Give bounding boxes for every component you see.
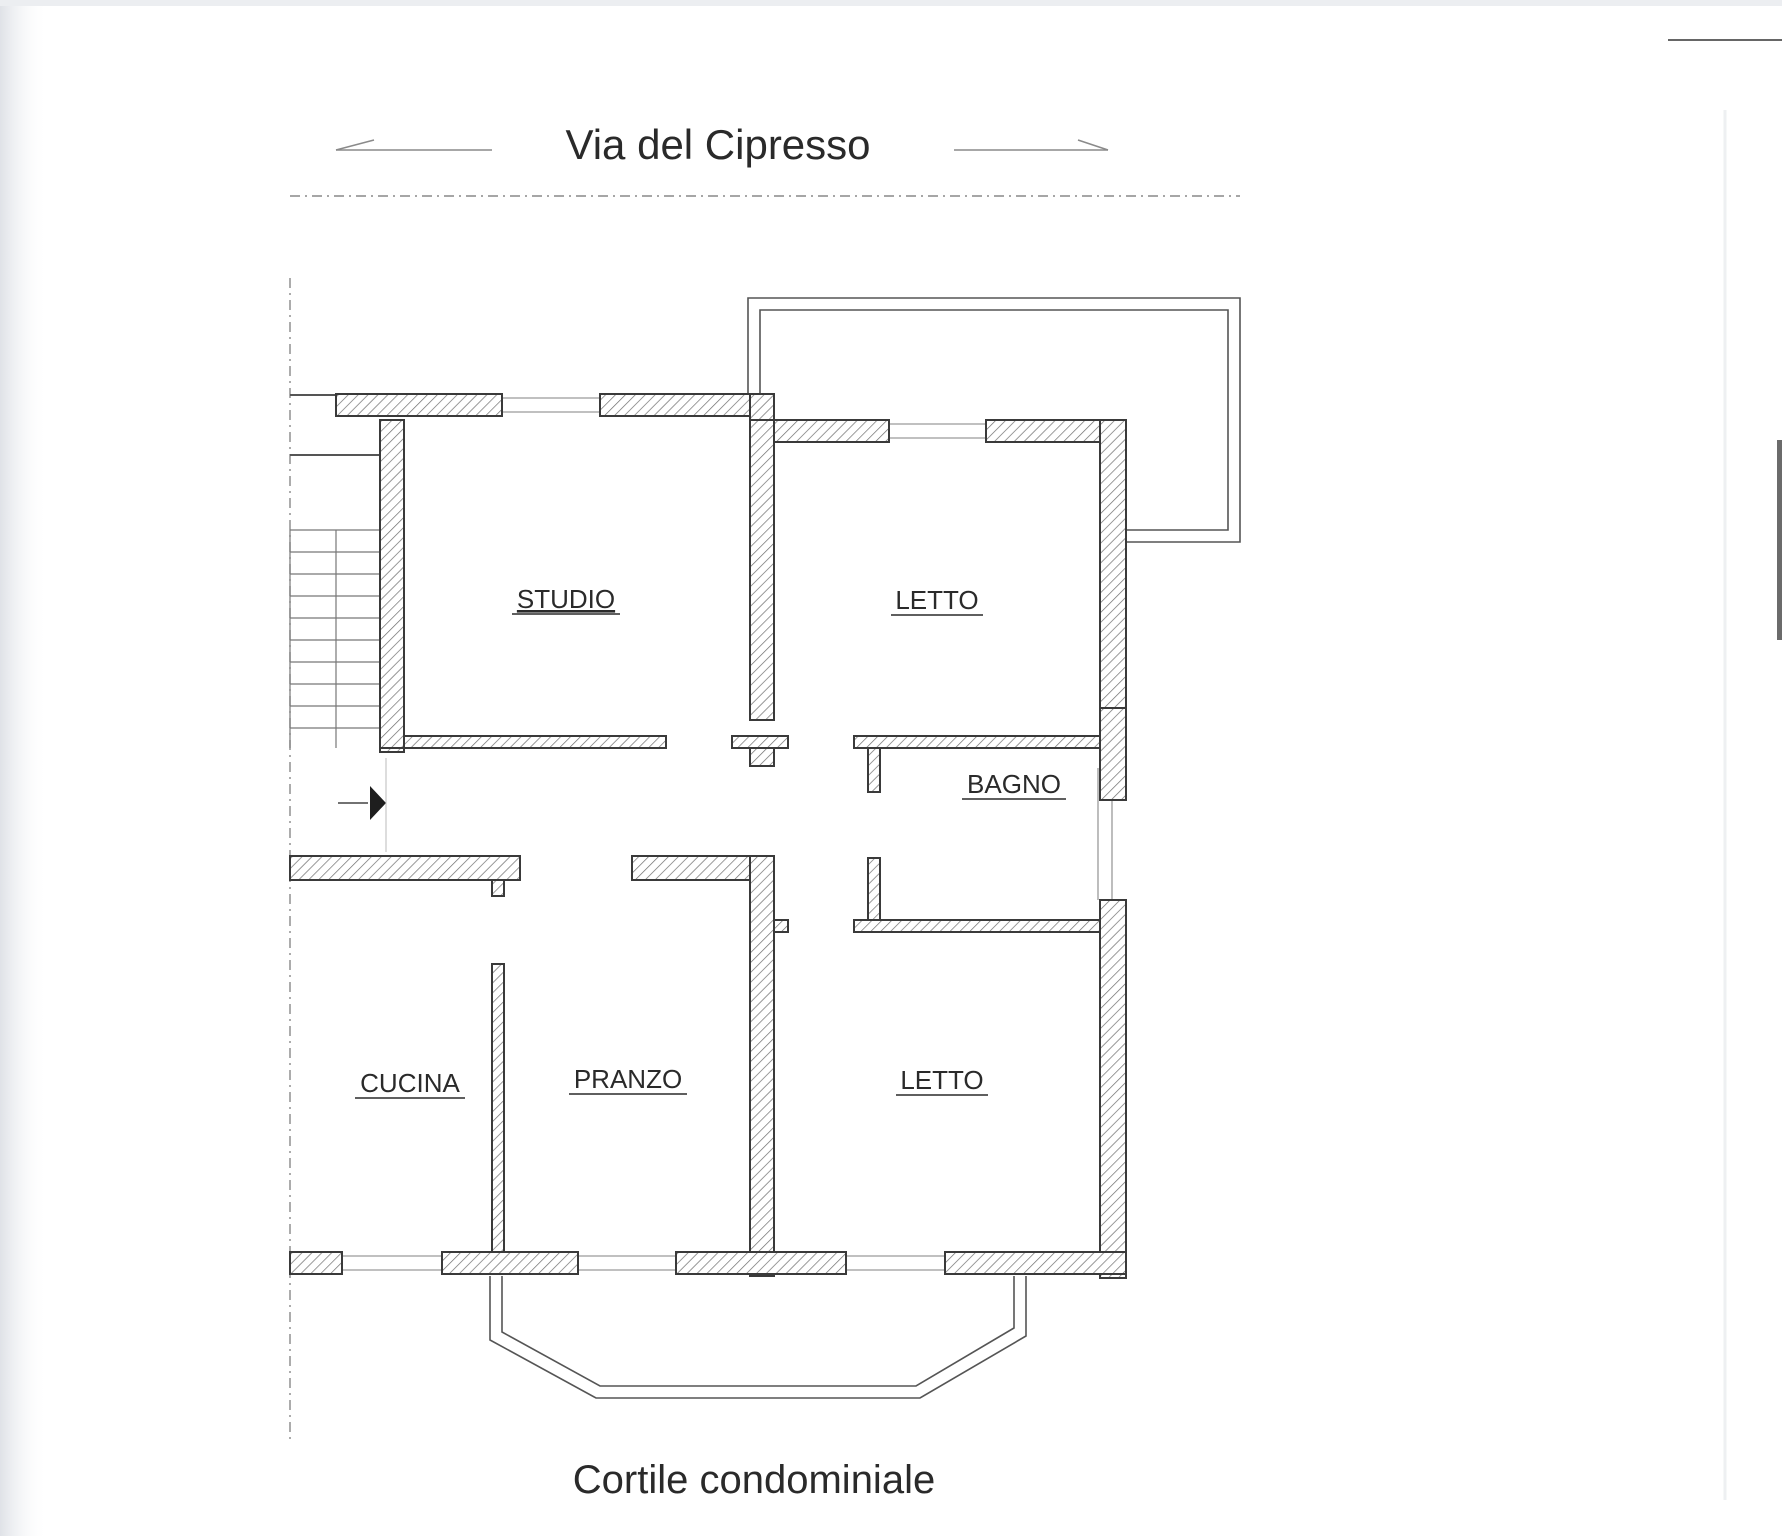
room-label-cucina: CUCINA bbox=[360, 1068, 460, 1098]
scan-shadow-top bbox=[0, 0, 1782, 6]
walls bbox=[289, 393, 1127, 1279]
courtyard-name-bottom: Cortile condominiale bbox=[573, 1458, 935, 1502]
street-name-top: Via del Cipresso bbox=[565, 121, 870, 168]
street-direction-left-icon bbox=[335, 139, 492, 151]
room-label-studio: STUDIO bbox=[517, 584, 615, 614]
staircase bbox=[289, 394, 383, 748]
street-direction-right-icon bbox=[954, 139, 1109, 151]
room-label-bagno: BAGNO bbox=[967, 769, 1061, 799]
room-label-letto-top: LETTO bbox=[895, 585, 978, 615]
room-label-letto-bottom: LETTO bbox=[900, 1065, 983, 1095]
scan-shadow-left bbox=[0, 0, 48, 1536]
windows bbox=[342, 397, 1113, 1271]
entrance-arrow-icon bbox=[338, 758, 387, 852]
balcony-bottom bbox=[489, 1276, 1027, 1399]
room-label-pranzo: PRANZO bbox=[574, 1064, 682, 1094]
balcony-top bbox=[747, 297, 1241, 543]
page-edge-mark bbox=[1777, 440, 1782, 640]
